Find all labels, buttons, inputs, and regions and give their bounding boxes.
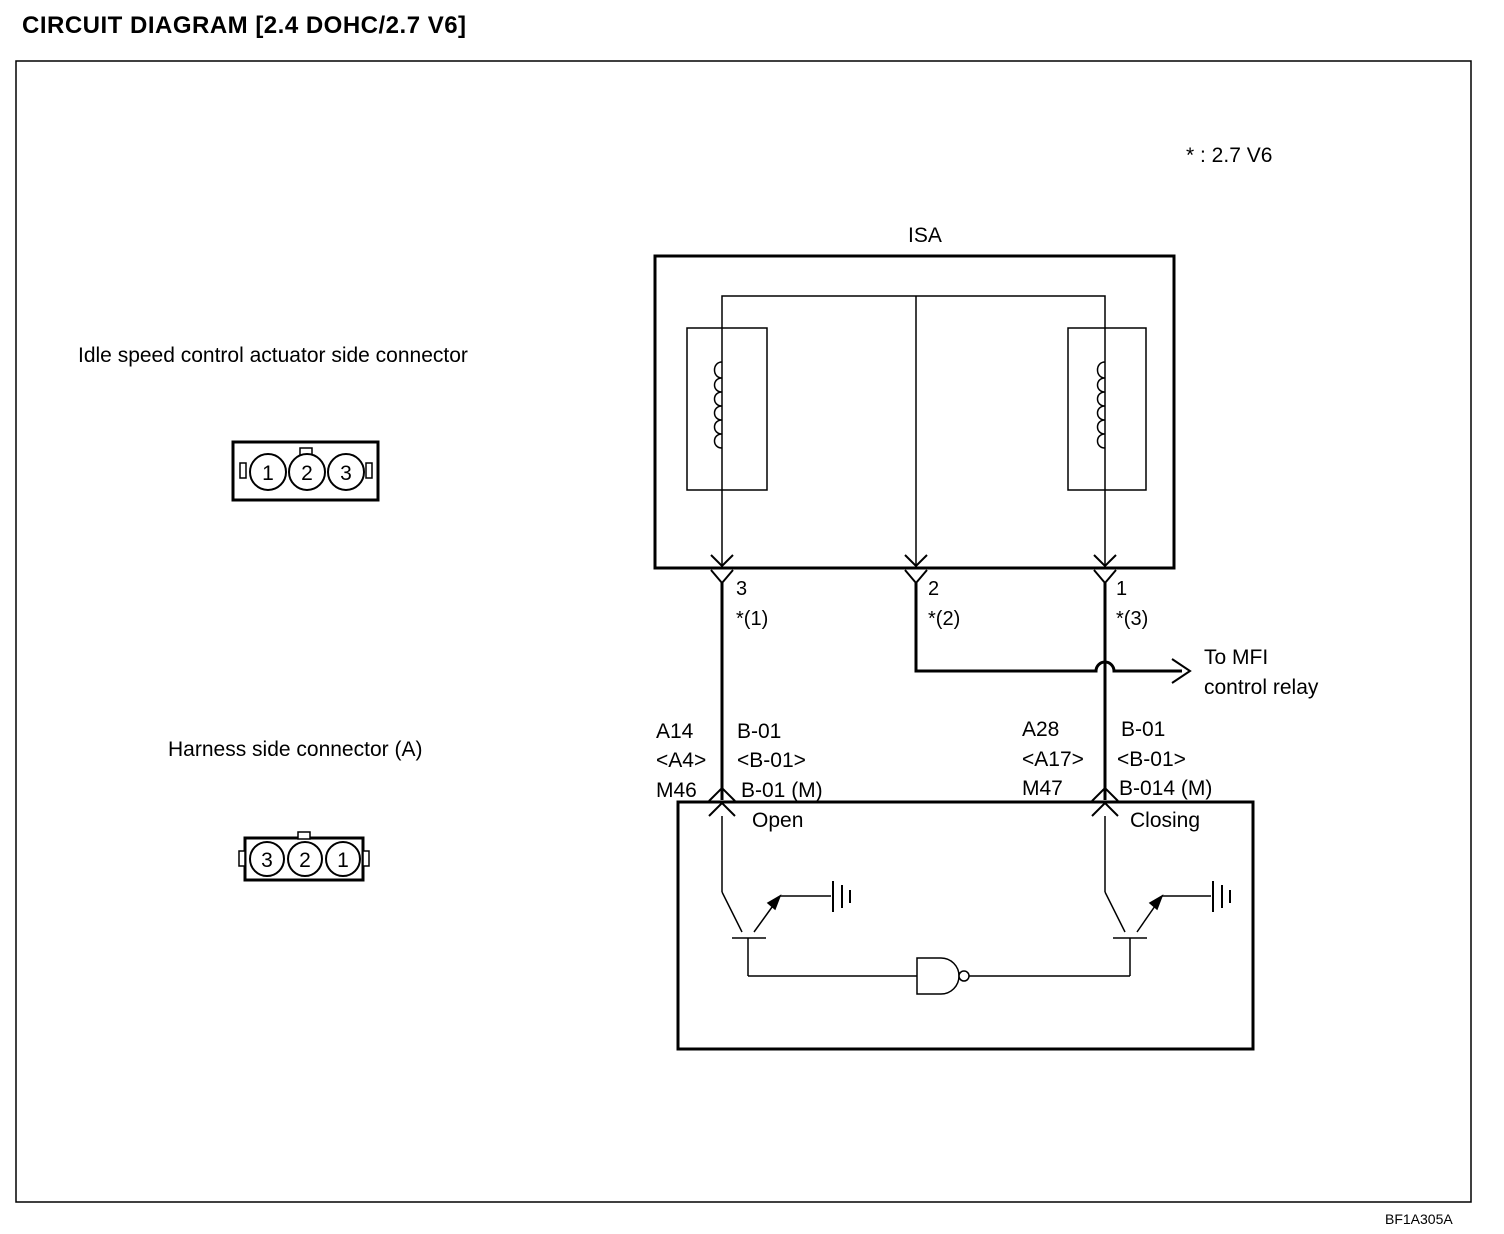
actuator-side-connector: 1 2 3 [231, 440, 380, 502]
ecm-box [676, 800, 1255, 1051]
wire-mfi-relay [914, 583, 1182, 673]
ecm-code: A14 [656, 720, 694, 743]
left-coil-housing [686, 327, 768, 491]
right-coil-housing [1067, 327, 1147, 491]
ecm-connector-chevrons [708, 786, 1119, 817]
isa-common-bus [721, 295, 1106, 362]
ecm-code: <A4> [656, 749, 706, 772]
ground-icon [832, 881, 851, 912]
mfi-arrow-icon [1171, 658, 1192, 684]
left-transistor-icon [721, 891, 917, 977]
mfi-label-line1: To MFI [1204, 646, 1268, 669]
ecm-code: M47 [1022, 777, 1063, 800]
harness-pin-label: 2 [299, 849, 311, 872]
actuator-pin-label: 2 [301, 462, 313, 485]
variant-note: * : 2.7 V6 [1186, 144, 1272, 167]
isa-pin-number: 2 [928, 578, 939, 600]
inverter-gate-icon [916, 957, 960, 995]
harness-pin-label: 1 [337, 849, 349, 872]
ecm-code: <A17> [1022, 748, 1084, 771]
isa-box [653, 254, 1176, 570]
left-coil-icon [713, 361, 723, 449]
ecm-code: <B-01> [737, 749, 806, 772]
actuator-pin-label: 3 [340, 462, 352, 485]
ecm-code: B-014 (M) [1119, 777, 1212, 800]
harness-side-connector: 3 2 1 [238, 831, 370, 882]
ecm-code: B-01 [737, 720, 781, 743]
ecm-code: B-01 (M) [741, 779, 823, 802]
output-open-label: Open [752, 809, 803, 832]
ground-icon [1212, 881, 1231, 912]
ecm-code: M46 [656, 779, 697, 802]
right-coil-icon [1096, 361, 1106, 449]
actuator-pin-label: 1 [262, 462, 274, 485]
output-closing-label: Closing [1130, 809, 1200, 832]
isa-pin-number: 1 [1116, 578, 1127, 600]
right-transistor-icon [969, 891, 1211, 977]
isa-pin-alt: *(1) [736, 608, 768, 630]
figure-code: BF1A305A [1385, 1211, 1453, 1227]
isa-pin-number: 3 [736, 578, 747, 600]
isa-pin-alt: *(3) [1116, 608, 1148, 630]
mfi-label-line2: control relay [1204, 676, 1319, 699]
ecm-code: A28 [1022, 718, 1059, 741]
actuator-connector-label: Idle speed control actuator side connect… [78, 344, 468, 367]
isa-label: ISA [908, 224, 942, 247]
outer-frame [15, 60, 1472, 1203]
harness-connector-label: Harness side connector (A) [168, 738, 422, 761]
harness-pin-label: 3 [261, 849, 273, 872]
ecm-code: <B-01> [1117, 748, 1186, 771]
isa-pin-alt: *(2) [928, 608, 960, 630]
diagram-title: CIRCUIT DIAGRAM [2.4 DOHC/2.7 V6] [22, 12, 467, 39]
ecm-code: B-01 [1121, 718, 1165, 741]
